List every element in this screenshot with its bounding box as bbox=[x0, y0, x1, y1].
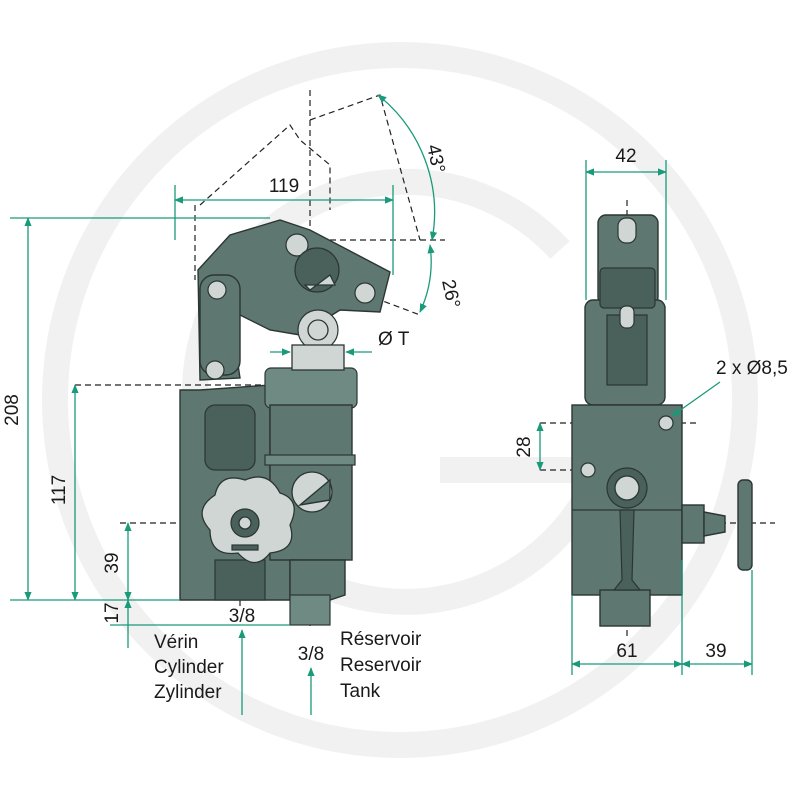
dimension-diameter-t: Ø T bbox=[270, 329, 410, 356]
angle-43: 43° bbox=[377, 94, 449, 241]
tank-label-en: Reservoir bbox=[340, 655, 422, 676]
side-lever bbox=[584, 214, 666, 406]
tank-port-callout: 3/8 Réservoir Reservoir Tank bbox=[298, 629, 422, 715]
dim-39-side-label: 39 bbox=[705, 641, 726, 662]
dimension-42: 42 bbox=[585, 146, 667, 300]
dim-117-label: 117 bbox=[49, 475, 70, 505]
dim-208-label: 208 bbox=[2, 394, 23, 426]
holes-label: 2 x Ø8,5 bbox=[716, 358, 788, 379]
pump-body bbox=[179, 304, 358, 626]
cylinder-label-en: Cylinder bbox=[154, 657, 224, 678]
tank-label-de: Tank bbox=[340, 681, 381, 702]
tank-port-logo-icon bbox=[291, 471, 333, 513]
lever-assembly bbox=[197, 219, 391, 381]
dim-28-label: 28 bbox=[514, 436, 535, 457]
tank-thread-label: 3/8 bbox=[298, 644, 324, 665]
dimension-28: 28 bbox=[514, 422, 544, 471]
diameter-t-label: Ø T bbox=[378, 329, 410, 350]
cylinder-thread-label: 3/8 bbox=[229, 606, 255, 627]
dim-39-front-label: 39 bbox=[102, 552, 123, 573]
cylinder-label-de: Zylinder bbox=[154, 682, 222, 703]
dimension-17: 17 bbox=[102, 599, 290, 648]
dimension-117: 117 bbox=[49, 384, 79, 601]
dimension-39-side: 39 bbox=[681, 570, 753, 675]
cylinder-label-fr: Vérin bbox=[154, 632, 198, 653]
dim-61-label: 61 bbox=[616, 641, 637, 662]
cylinder-port-callout: 3/8 Vérin Cylinder Zylinder bbox=[154, 606, 255, 715]
tank-label-fr: Réservoir bbox=[340, 629, 422, 650]
relief-valve-knob bbox=[201, 476, 295, 564]
dimension-208: 208 bbox=[2, 217, 270, 601]
holes-callout: 2 x Ø8,5 bbox=[671, 358, 788, 417]
dim-119-label: 119 bbox=[269, 176, 299, 197]
side-view: 42 2 x Ø8,5 28 61 39 bbox=[514, 146, 788, 675]
side-body bbox=[571, 404, 683, 627]
front-view: 119 208 117 39 17 43° bbox=[2, 90, 464, 715]
angle-26-label: 26° bbox=[437, 278, 464, 310]
dim-17-label: 17 bbox=[102, 602, 123, 623]
dimension-39-front: 39 bbox=[102, 522, 132, 601]
dim-42-label: 42 bbox=[615, 146, 636, 167]
dimension-61: 61 bbox=[571, 560, 683, 675]
angle-26: 26° bbox=[419, 244, 464, 313]
side-valve-handle bbox=[681, 479, 753, 571]
